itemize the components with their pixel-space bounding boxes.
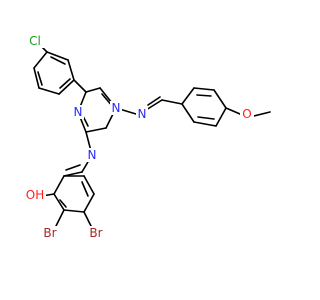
- methoxy-oxygen-label: O: [242, 107, 251, 121]
- dibromophenol-ring: [41, 175, 95, 229]
- right-bromine-label: Br: [89, 226, 102, 240]
- top-imine-nitrogen-label: N: [138, 107, 147, 121]
- methoxyphenyl-ring: [181, 87, 271, 127]
- bottom-imine-nitrogen-label: N: [88, 148, 97, 162]
- chlorine-atom-label: Cl: [29, 34, 41, 48]
- left-bromine-label: Br: [43, 226, 56, 240]
- imidazole-n1-label: N: [112, 101, 121, 115]
- molecule-structure-diagram: Cl N N N N O OH Br Br: [24, 34, 271, 240]
- imidazole-n3-label: N: [74, 105, 83, 119]
- hydroxyl-label: OH: [26, 188, 44, 202]
- top-imine-linker: [115, 96, 183, 115]
- phenyl-imidazole-bond: [73, 79, 87, 93]
- chlorophenyl-ring: [33, 44, 75, 95]
- atom-labels: Cl N N N N O OH Br Br: [24, 34, 254, 240]
